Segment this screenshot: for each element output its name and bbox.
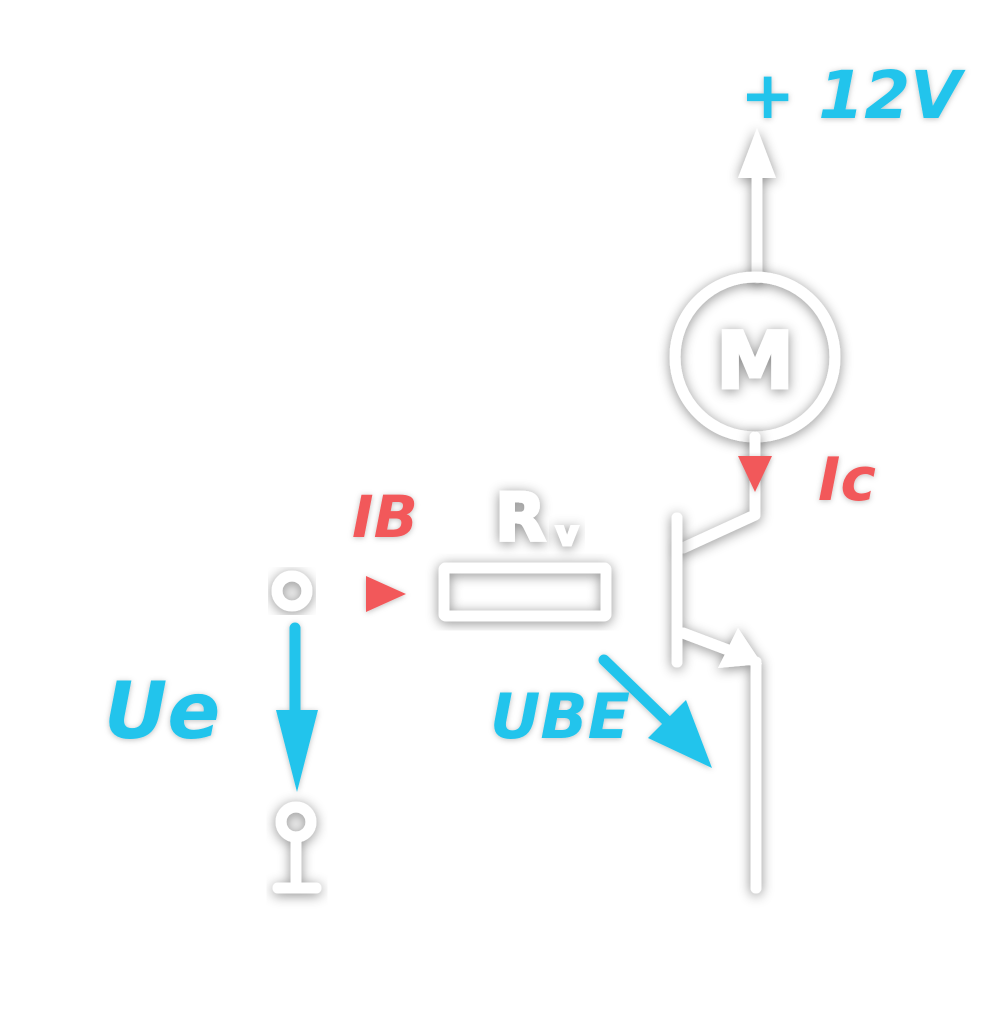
- collector-current-label: Ic: [818, 445, 876, 515]
- base-current-label: IB: [352, 483, 418, 551]
- base-emitter-voltage-label: UBE: [490, 680, 630, 753]
- input-voltage-label: Ue: [104, 667, 220, 757]
- resistor-label: R v: [494, 478, 580, 558]
- base-current-arrow: [366, 576, 406, 612]
- transistor-symbol: [671, 512, 762, 894]
- collector-wire: [677, 431, 761, 554]
- resistor-label-sub: v: [556, 514, 578, 554]
- supply-label: + 12V: [740, 57, 966, 134]
- input-voltage-arrow: [276, 622, 318, 792]
- resistor-symbol: [438, 562, 612, 622]
- collector-current-arrow: [738, 456, 772, 492]
- motor-label: M: [716, 317, 794, 407]
- resistor-label-r: R: [495, 479, 546, 556]
- input-terminal-bottom: [272, 801, 322, 894]
- base-emitter-voltage-arrow: [598, 654, 712, 768]
- supply-arrow: [738, 128, 776, 284]
